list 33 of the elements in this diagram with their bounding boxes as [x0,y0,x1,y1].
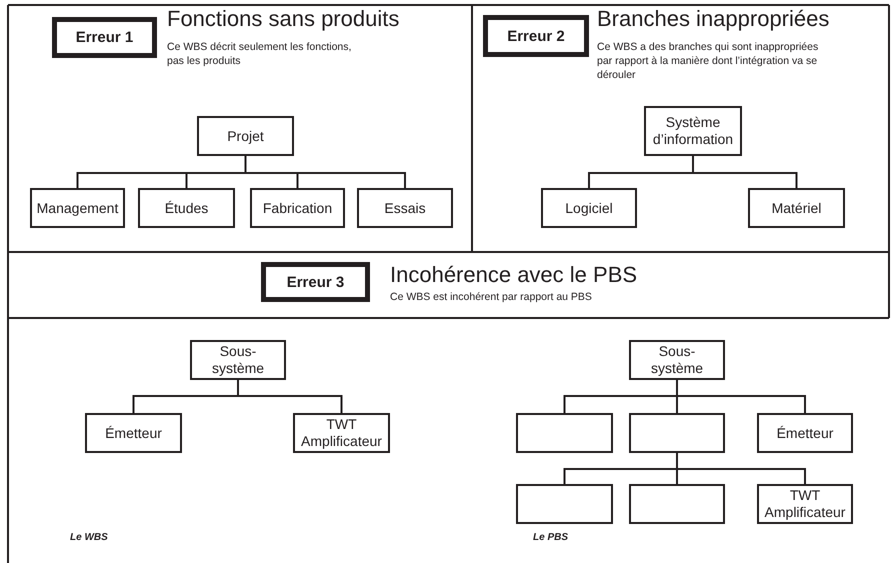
connector-line [692,156,798,188]
error-badge: Erreur 1 [52,17,157,58]
wbs-box: TWT Amplificateur [757,484,853,524]
wbs-box: Fabrication [250,188,345,228]
wbs-box: Logiciel [541,188,637,228]
error-badge: Erreur 2 [483,15,589,57]
connector-line [237,380,342,413]
section-title: Branches inappropriées [597,6,830,32]
wbs-box: Projet [197,116,294,156]
connector-line [676,380,806,413]
wbs-box: Études [138,188,235,228]
description: Ce WBS a des branches qui sont inappropriées par rapport à la manière dont l’intégration va se dérouler [597,40,820,82]
diagram-caption: Le PBS [533,531,568,545]
empty-box [629,413,725,453]
empty-box [516,484,613,524]
diagram-caption: Le WBS [70,531,108,545]
wbs-box: Émetteur [757,413,853,453]
wbs-box: TWT Amplificateur [293,413,390,453]
wbs-box: Essais [357,188,453,228]
wbs-box: Management [30,188,125,228]
wbs-box: Matériel [748,188,845,228]
wbs-box: Sous- système [629,340,725,380]
wbs-box: Sous- système [190,340,286,380]
section-title: Incohérence avec le PBS [390,262,638,288]
wbs-box: Système d’information [644,106,742,156]
wbs-box: Émetteur [85,413,182,453]
section-title: Fonctions sans produits [167,6,400,32]
description: Ce WBS est incohérent par rapport au PBS [390,290,592,304]
connector-line [244,156,406,188]
empty-box [516,413,613,453]
description: Ce WBS décrit seulement les fonctions, pas les produits [167,40,352,68]
error-badge: Erreur 3 [261,262,370,302]
empty-box [629,484,725,524]
